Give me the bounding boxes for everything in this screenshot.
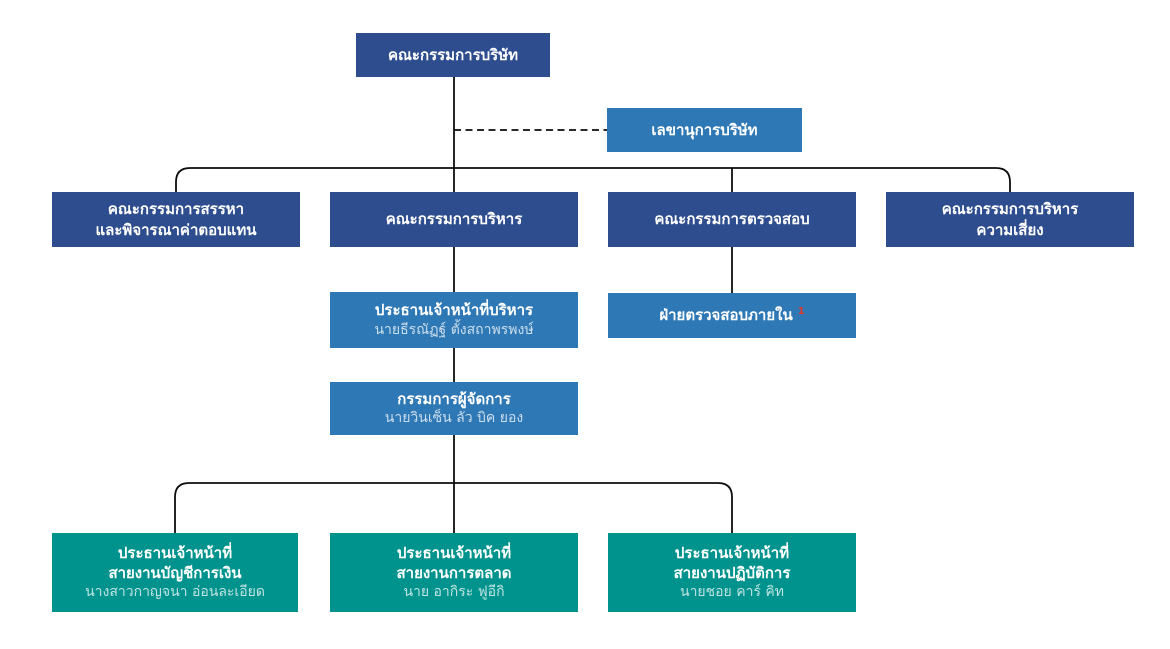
node-title-line1: ประธานเจ้าหน้าที่ [117,543,233,562]
node-executive-committee: คณะกรรมการบริหาร [330,192,578,247]
node-chief-finance-accounting: ประธานเจ้าหน้าที่ สายงานบัญชีการเงิน นาง… [52,533,298,612]
footnote-marker: 1 [797,306,805,318]
node-label: เลขานุการบริษัท [651,120,758,139]
node-internal-audit-department: ฝ่ายตรวจสอบภายใน 1 [608,293,856,338]
node-chief-executive-officer: ประธานเจ้าหน้าที่บริหาร นายธีรณัฏฐ์ ตั้ง… [330,292,578,348]
connector-chiefs-rail [174,482,733,533]
node-title: ประธานเจ้าหน้าที่บริหาร [374,301,534,320]
node-label-line1: คณะกรรมการสรรหา [107,200,245,219]
node-label: คณะกรรมการบริหาร [385,210,523,229]
node-title-line2: สายงานบัญชีการเงิน [108,564,242,583]
node-chief-operations: ประธานเจ้าหน้าที่ สายงานปฏิบัติการ นายชอ… [608,533,856,612]
node-label: คณะกรรมการบริษัท [387,45,518,64]
node-label-line2: และพิจารณาค่าตอบแทน [95,220,257,239]
node-risk-management-committee: คณะกรรมการบริหาร ความเสี่ยง [886,192,1134,247]
node-person-name: นาย อากิระ ฟูอีกิ [403,584,505,601]
node-title-line2: สายงานการตลาด [396,564,512,583]
node-person-name: นายธีรณัฏฐ์ ตั้งสถาพรพงษ์ [374,321,534,338]
node-title-line1: ประธานเจ้าหน้าที่ [396,543,512,562]
node-person-name: นางสาวกาญจนา อ่อนละเอียด [85,584,265,601]
node-person-name: นายวินเซ็น ลัว บิค ยอง [384,410,524,427]
node-title-line2: สายงานปฏิบัติการ [673,564,791,583]
node-label-line2: ความเสี่ยง [976,220,1044,239]
node-audit-committee: คณะกรรมการตรวจสอบ [608,192,856,247]
node-chief-marketing: ประธานเจ้าหน้าที่ สายงานการตลาด นาย อากิ… [330,533,578,612]
node-company-secretary: เลขานุการบริษัท [607,108,802,152]
node-title-line1: ประธานเจ้าหน้าที่ [674,543,790,562]
node-nomination-remuneration-committee: คณะกรรมการสรรหา และพิจารณาค่าตอบแทน [52,192,300,247]
node-title: กรรมการผู้จัดการ [397,389,511,408]
node-board-of-directors: คณะกรรมการบริษัท [356,33,550,77]
node-label: ฝ่ายตรวจสอบภายใน 1 [659,305,804,325]
connector-row2-rail [175,167,1011,192]
node-managing-director: กรรมการผู้จัดการ นายวินเซ็น ลัว บิค ยอง [330,382,578,435]
node-label-text: ฝ่ายตรวจสอบภายใน [659,306,793,325]
node-label: คณะกรรมการตรวจสอบ [654,210,810,229]
node-label-line1: คณะกรรมการบริหาร [941,200,1079,219]
node-person-name: นายชอย คาร์ คิท [680,584,784,601]
